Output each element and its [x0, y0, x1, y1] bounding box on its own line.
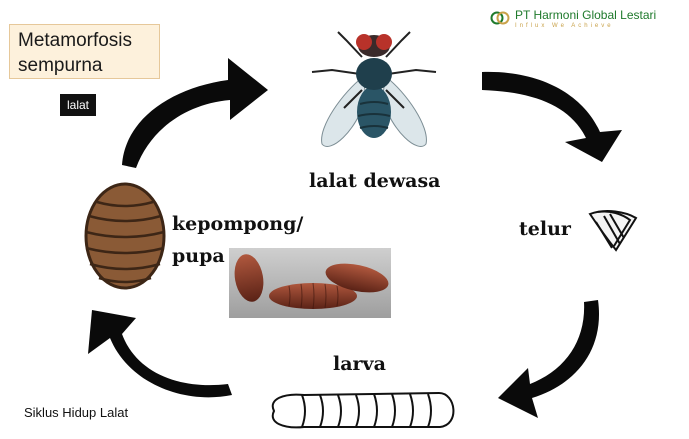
stage-label-pupa-line2: pupa: [172, 245, 225, 267]
stage-label-adult: lalat dewasa: [309, 170, 441, 192]
brand-tagline: Influx We Achieve: [515, 23, 614, 29]
brand: PT Harmoni Global Lestari Influx We Achi…: [490, 9, 656, 30]
pupa-photo: [229, 248, 391, 318]
stage-label-egg: telur: [519, 218, 571, 240]
arrow-adult-to-egg: [482, 71, 622, 162]
brand-name: PT Harmoni Global Lestari: [515, 8, 657, 22]
brand-logo-icon: [490, 11, 510, 25]
egg-icon: [588, 210, 638, 252]
tag-label: lalat: [60, 94, 97, 116]
larva-icon: [271, 391, 455, 429]
stage-label-larva: larva: [333, 353, 386, 375]
stage-label-pupa-line1: kepompong/: [172, 213, 304, 235]
arrow-egg-to-larva: [498, 300, 600, 418]
pupa-icon: [84, 182, 166, 290]
title-box: Metamorfosis sempurna: [9, 24, 160, 79]
caption: Siklus Hidup Lalat: [24, 405, 129, 420]
arrow-pupa-to-adult: [122, 58, 268, 168]
title-line1: Metamorfosis: [18, 30, 133, 51]
arrow-larva-to-pupa: [88, 310, 232, 398]
fly-icon: [311, 31, 437, 147]
title-line2: sempurna: [18, 55, 103, 76]
